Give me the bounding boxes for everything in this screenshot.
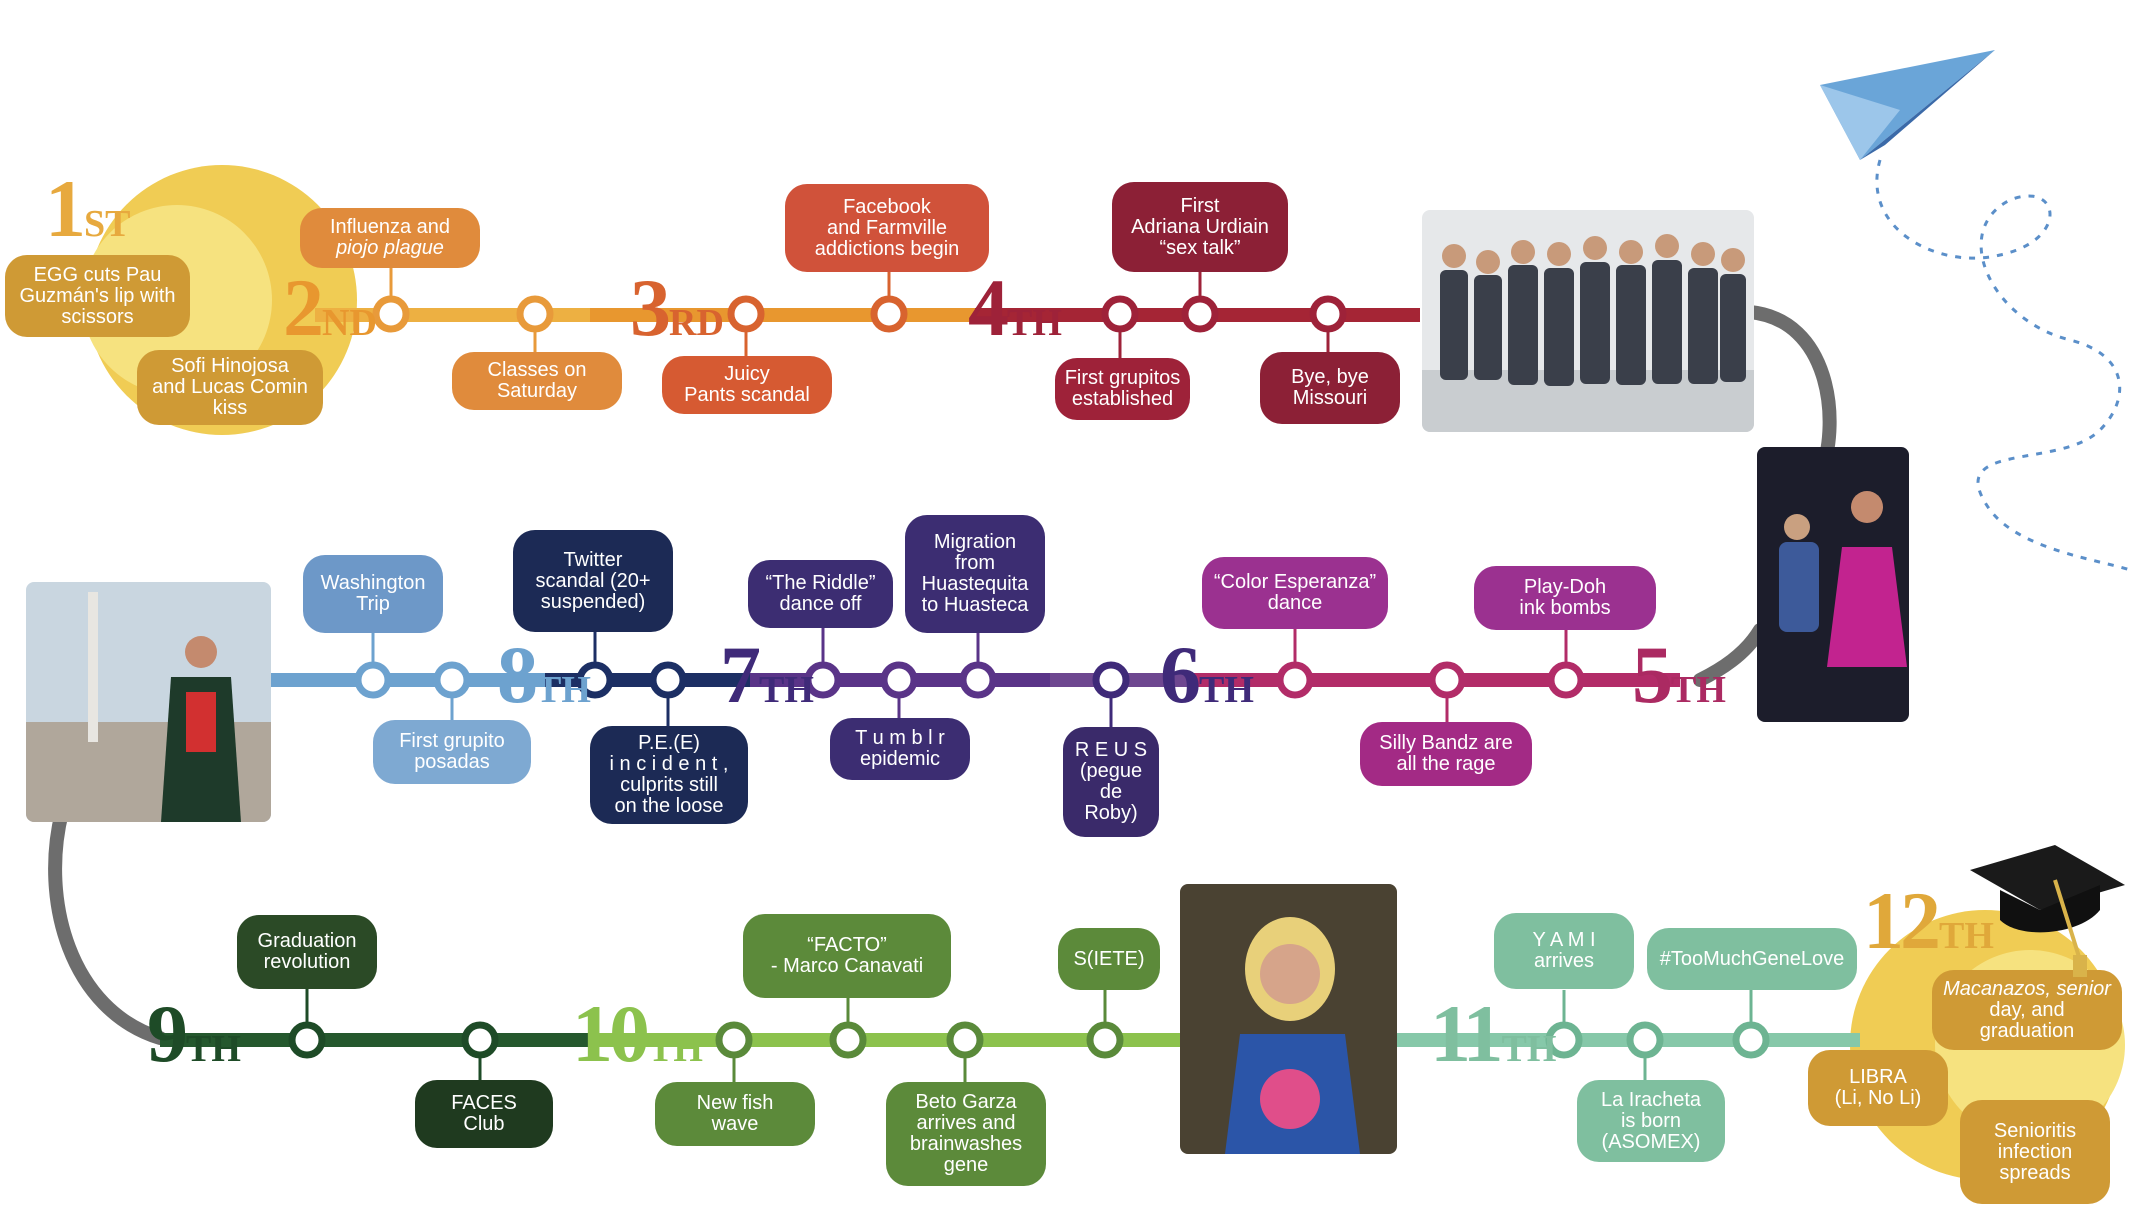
grade-10-label: 10TH <box>572 988 703 1079</box>
station-graduation-revolution <box>288 1021 326 1059</box>
photo-dancing-girl <box>1757 447 1909 722</box>
station-juicy-pants <box>727 295 765 333</box>
grade-2-label: 2ND <box>283 262 377 353</box>
grade-11-label: 11TH <box>1430 988 1557 1079</box>
group-photo-boys <box>1422 210 1754 432</box>
event-s-iete: S(IETE) <box>1058 928 1160 990</box>
paper-plane-icon <box>1820 50 2131 572</box>
station-too-much-gene-love <box>1732 1021 1770 1059</box>
grade-4-label: 4TH <box>968 262 1062 353</box>
grade-5-label: 5TH <box>1632 629 1726 720</box>
station-iracheta <box>1626 1021 1664 1059</box>
station-posadas <box>433 661 471 699</box>
station-reus <box>1092 661 1130 699</box>
grade-8-label: 8TH <box>497 629 591 720</box>
grade-7-label: 7TH <box>720 629 814 720</box>
station-facto <box>829 1021 867 1059</box>
event-too-much-gene-love: #TooMuchGeneLove <box>1647 928 1857 990</box>
station-faces <box>461 1021 499 1059</box>
photo-crowned-boy <box>1180 884 1397 1154</box>
event-the-riddle: “The Riddle”dance off <box>748 560 893 628</box>
event-color-esperanza: “Color Esperanza”dance <box>1202 557 1388 629</box>
grade-12-label: 12TH <box>1863 875 1994 966</box>
station-tumblr <box>880 661 918 699</box>
station-influenza <box>372 295 410 333</box>
event-libra: LIBRA(Li, No Li) <box>1808 1050 1948 1126</box>
station-play-doh <box>1547 661 1585 699</box>
grade-6-label: 6TH <box>1160 629 1254 720</box>
station-classes-saturday <box>516 295 554 333</box>
connector-photo-row2 <box>1693 623 1767 687</box>
station-pee <box>649 661 687 699</box>
connector-row2-row3 <box>48 805 167 1045</box>
station-washington <box>354 661 392 699</box>
station-color-esperanza <box>1276 661 1314 699</box>
station-new-fish <box>715 1021 753 1059</box>
station-migration <box>959 661 997 699</box>
graduation-cap-icon <box>1970 845 2125 977</box>
station-s-iete <box>1086 1021 1124 1059</box>
grade-9-label: 9TH <box>147 988 241 1079</box>
station-facebook <box>870 295 908 333</box>
grade-3-label: 3RD <box>630 262 724 353</box>
station-bye-missouri <box>1309 295 1347 333</box>
station-sex-talk <box>1181 295 1219 333</box>
event-facto: “FACTO”- Marco Canavati <box>743 914 951 998</box>
station-silly-bandz <box>1428 661 1466 699</box>
station-first-grupitos <box>1101 295 1139 333</box>
station-beto-garza <box>946 1021 984 1059</box>
grade-1-label: 1ST <box>45 163 131 254</box>
photo-washington-trip <box>26 582 271 822</box>
